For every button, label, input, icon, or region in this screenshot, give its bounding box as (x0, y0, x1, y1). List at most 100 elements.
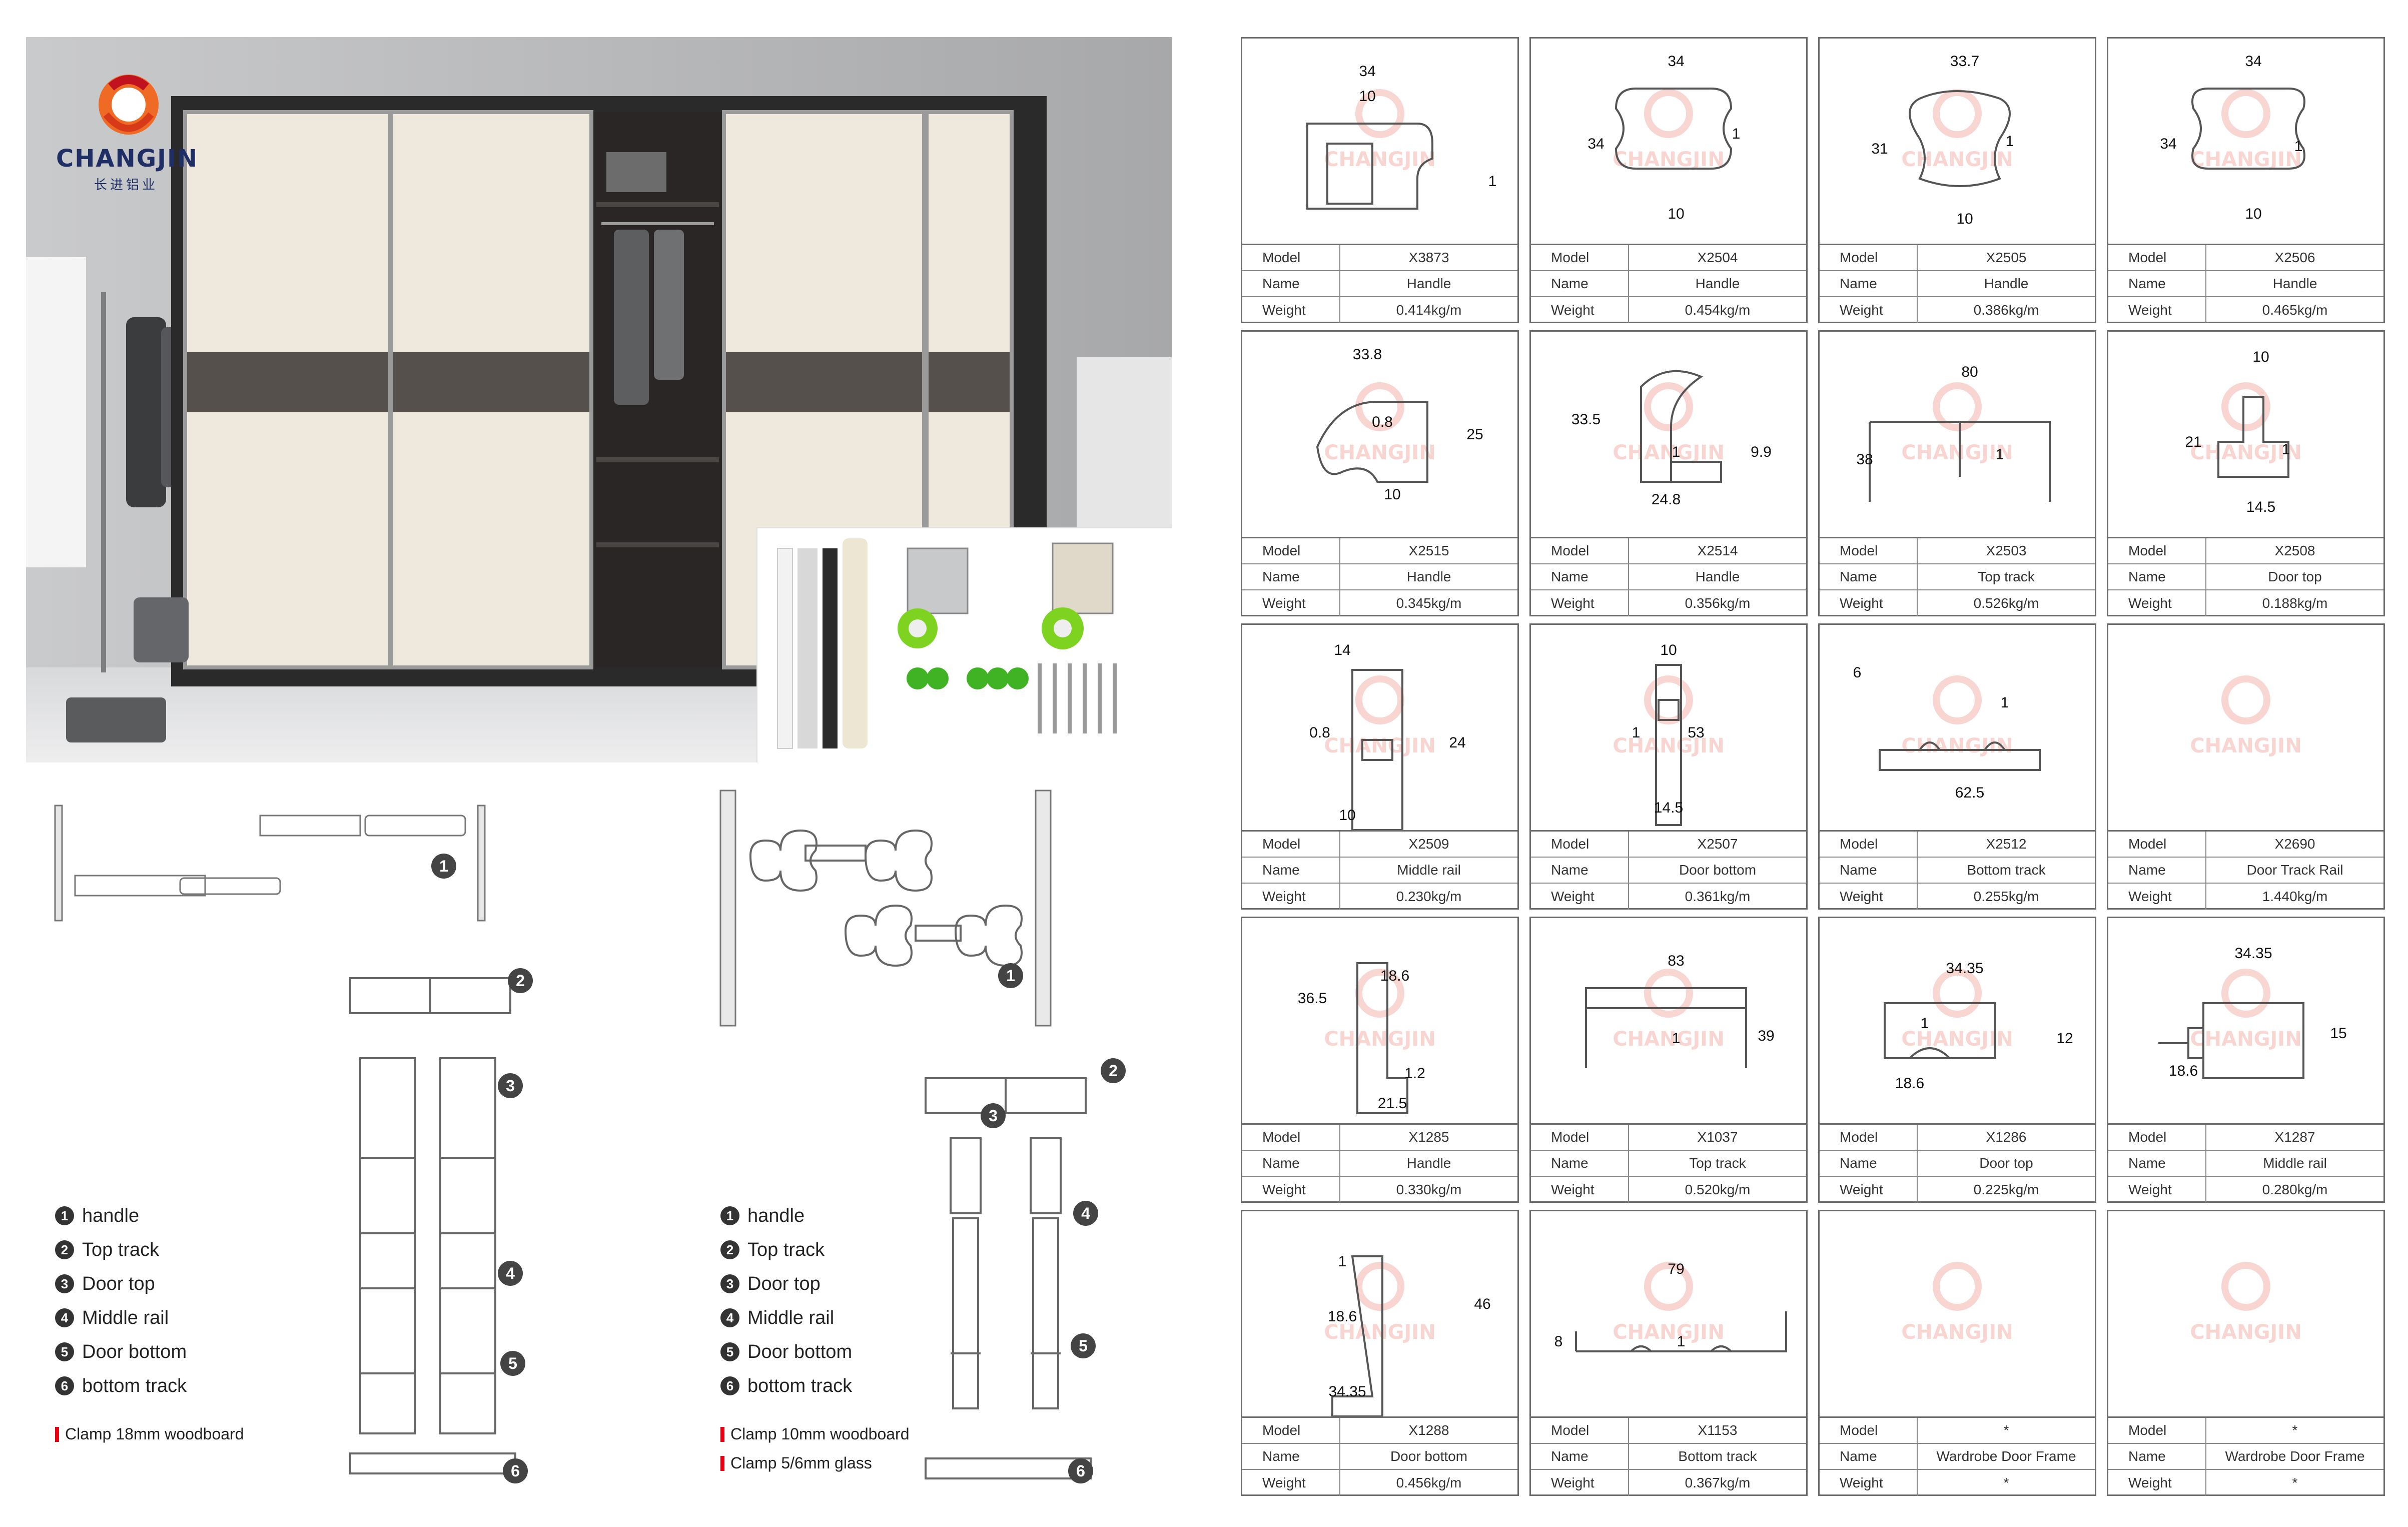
spec-value-model: X3873 (1408, 250, 1449, 265)
spec-value-model: X2504 (1697, 250, 1738, 265)
spec-key: Model (2108, 1418, 2206, 1443)
callout-5-left: 5 (500, 1351, 525, 1376)
dimension-label: 34.35 (2234, 945, 2272, 962)
spec-value-weight: 0.465kg/m (2262, 302, 2328, 318)
profile-outline (1869, 421, 2051, 502)
spec-key: Name (1242, 271, 1340, 296)
dimension-label: 1 (2294, 138, 2303, 155)
plan-view-woodboard (54, 805, 486, 922)
spec-value-name: Middle rail (1397, 862, 1461, 878)
spec-key: Model (2108, 1125, 2206, 1150)
watermark-logo: CHANGJIN (2190, 89, 2302, 171)
legend-label: bottom track (747, 1375, 853, 1396)
dimension-label: 10 (1956, 211, 1973, 227)
watermark-brand: CHANGJIN (2190, 148, 2301, 171)
spec-key: Model (1820, 1125, 1918, 1150)
callout-1-right: 1 (998, 963, 1023, 988)
spec-key: Model (1820, 538, 1918, 563)
spec-key: Model (1820, 245, 1918, 270)
legend-number-badge: 4 (55, 1308, 74, 1327)
dimension-label: 10 (1668, 206, 1684, 222)
spec-value-name: Handle (2272, 276, 2317, 291)
legend-number-badge: 3 (720, 1274, 739, 1293)
spec-value-name: Door top (2268, 569, 2322, 584)
spec-row-model: Model* (1820, 1418, 2095, 1444)
spec-key: Weight (1820, 590, 1918, 616)
watermark-logo: CHANGJIN (1613, 89, 1725, 171)
dimension-label: 1 (1921, 1015, 1929, 1032)
spec-key: Name (1531, 1151, 1629, 1176)
legend-number-badge: 1 (720, 1206, 739, 1225)
legend-number-badge: 6 (55, 1376, 74, 1395)
spec-value-name: Handle (1695, 276, 1740, 291)
spec-key: Weight (2108, 1177, 2206, 1203)
spec-value-model: X1037 (1697, 1129, 1738, 1145)
dimension-label: 14.5 (1654, 800, 1683, 816)
watermark-logo: CHANGJIN (1901, 89, 2013, 171)
dimension-label: 34.35 (1946, 960, 1983, 977)
spec-key: Weight (1820, 1177, 1918, 1203)
spec-value-name: Door Track Rail (2246, 862, 2343, 878)
legend-number-badge: 5 (55, 1342, 74, 1361)
spec-value-name: Handle (1695, 569, 1740, 584)
profile-outline (1331, 1255, 1383, 1416)
dimension-label: 1 (2282, 441, 2290, 458)
spec-key: Name (2108, 271, 2206, 296)
dimension-label: 21 (2185, 434, 2201, 450)
profile-outline (1356, 962, 1408, 1114)
spec-value-name: Bottom track (1678, 1448, 1757, 1464)
spec-value-name: Wardrobe Door Frame (2225, 1448, 2365, 1464)
legend-label: Door top (747, 1273, 821, 1294)
callout-2-right: 2 (1101, 1058, 1126, 1083)
legend-number-badge: 6 (720, 1376, 739, 1395)
legend-number-badge: 3 (55, 1274, 74, 1293)
spec-value-model: * (2003, 1422, 2009, 1438)
spec-key: Weight (2108, 1470, 2206, 1496)
spec-key: Name (1820, 1444, 1918, 1469)
spec-value-weight: 0.520kg/m (1685, 1182, 1751, 1197)
right-clamp-note: Clamp 5/6mm glass (720, 1454, 872, 1472)
dimension-label: 33.8 (1353, 346, 1382, 363)
watermark-logo: CHANGJIN (2190, 969, 2302, 1051)
dimension-label: 34 (1587, 136, 1604, 152)
dimension-label: 14 (1334, 642, 1350, 658)
watermark-logo: CHANGJIN (1901, 969, 2013, 1051)
hero-wardrobe-photo: CHANGJIN 长进铝业 (26, 37, 1172, 762)
watermark-logo: CHANGJIN (1901, 675, 2013, 757)
watermark-logo: CHANGJIN (1324, 1262, 1436, 1344)
dimension-label: 34 (1668, 53, 1684, 70)
spec-value-model: X2503 (1986, 543, 2027, 558)
dimension-label: 0.8 (1309, 724, 1330, 741)
dimension-label: 1 (1672, 1030, 1681, 1047)
profile-outline (1615, 88, 1733, 170)
watermark-brand: CHANGJIN (1613, 1321, 1724, 1344)
spec-value-weight: 0.386kg/m (1973, 302, 2039, 318)
